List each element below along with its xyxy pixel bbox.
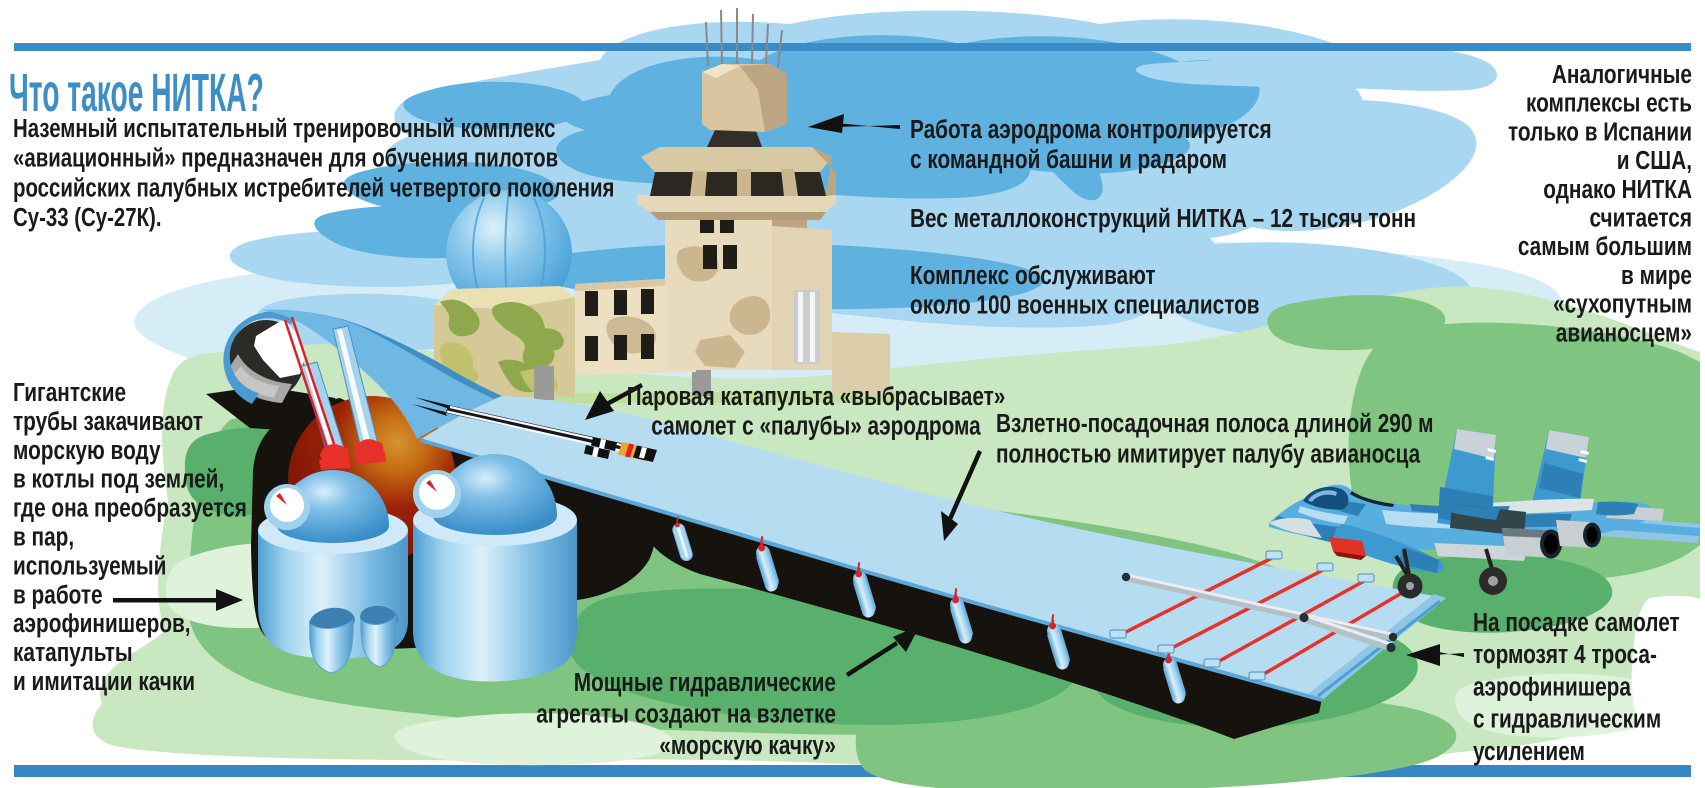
svg-text:Что такое НИТКА?: Что такое НИТКА? (9, 63, 264, 123)
svg-text:Наземный испытательный трениро: Наземный испытательный тренировочный ком… (13, 114, 614, 232)
svg-text:Паровая катапульта «выбрасывае: Паровая катапульта «выбрасывает»самолет … (627, 382, 1006, 440)
svg-text:Вес металлоконструкций НИТКА –: Вес металлоконструкций НИТКА – 12 тысяч … (910, 204, 1416, 233)
svg-text:Взлетно-посадочная полоса длин: Взлетно-посадочная полоса длиной 290 мпо… (996, 409, 1434, 468)
